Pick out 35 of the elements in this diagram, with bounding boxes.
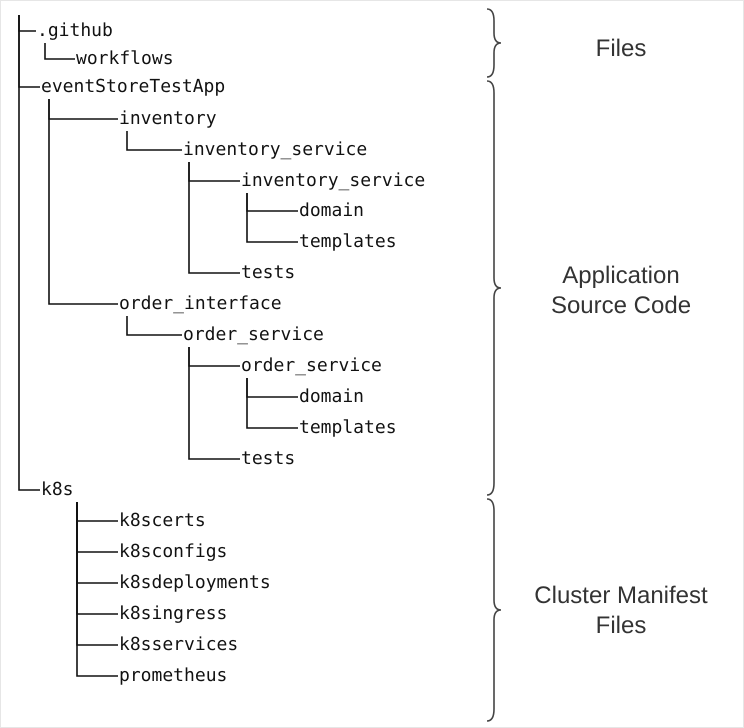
group-label: Application Source Code xyxy=(550,261,692,321)
folder-name: tests xyxy=(241,447,296,471)
folder-name: k8sservices xyxy=(119,633,238,657)
folder-name: workflows xyxy=(76,47,174,71)
tree-line xyxy=(48,99,118,305)
tree-line xyxy=(246,378,298,429)
folder-name: templates xyxy=(299,230,397,254)
tree-line xyxy=(126,131,182,151)
folder-name: order_interface xyxy=(119,292,282,316)
folder-name: .github xyxy=(37,19,113,43)
folder-name: k8singress xyxy=(119,602,228,626)
tree-line xyxy=(76,502,118,677)
folder-name: inventory_service xyxy=(241,169,426,193)
folder-name: templates xyxy=(299,416,397,440)
group-label: Files xyxy=(594,34,648,64)
group-label: Cluster Manifest Files xyxy=(533,581,709,641)
folder-name: k8scerts xyxy=(119,509,206,533)
folder-name: k8sdeployments xyxy=(119,571,271,595)
folder-name: k8sconfigs xyxy=(119,540,228,564)
folder-name: domain xyxy=(299,199,364,223)
tree-line xyxy=(44,43,75,60)
tree-line xyxy=(188,162,240,274)
folder-name: eventStoreTestApp xyxy=(41,75,226,99)
folder-name: order_service xyxy=(183,323,324,347)
folder-name: inventory_service xyxy=(183,138,368,162)
folder-name: inventory xyxy=(119,107,217,131)
tree-line xyxy=(18,15,40,491)
folder-name: prometheus xyxy=(119,664,228,688)
folder-name: order_service xyxy=(241,354,382,378)
tree-line xyxy=(126,316,182,336)
tree-line xyxy=(188,347,240,460)
folder-name: k8s xyxy=(41,478,74,502)
folder-name: tests xyxy=(241,261,296,285)
folder-name: domain xyxy=(299,385,364,409)
tree-line xyxy=(246,193,298,243)
